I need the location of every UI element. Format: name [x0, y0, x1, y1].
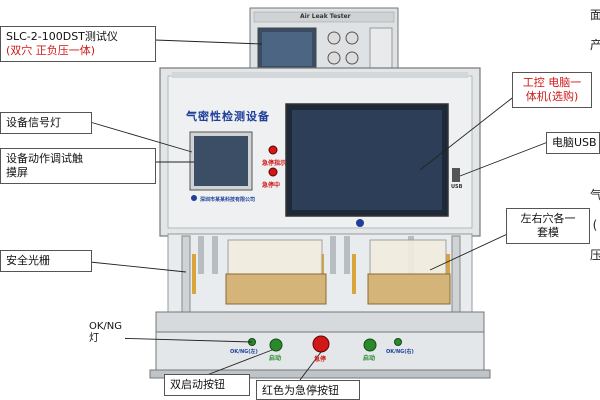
callout-touch-screen: 设备动作调试触 摸屏 — [0, 148, 156, 184]
callout-start-buttons: 双启动按钮 — [164, 374, 250, 396]
edge-glyph: 产 — [590, 38, 600, 52]
callout-molds: 左右穴各一 套模 — [506, 208, 590, 244]
callout-estop-text: 红色为急停按钮 — [262, 384, 339, 397]
start-button-left — [269, 338, 283, 352]
callout-touch-screen-line2: 摸屏 — [6, 166, 28, 179]
callout-ipc: 工控 电脑一 体机(选购) — [512, 72, 592, 108]
callout-molds-line2: 套模 — [537, 226, 559, 239]
ok-ng-light-right — [394, 338, 402, 346]
right-edge-text: 面 产 气 ( 压 — [590, 0, 600, 270]
start-label-right: 启动 — [363, 355, 376, 362]
callout-signal-light-text: 设备信号灯 — [6, 116, 61, 129]
tester-knob — [345, 51, 359, 65]
edge-glyph: 气 — [590, 188, 600, 202]
machine-title-banner: 气密性检测设备 — [186, 110, 270, 123]
usb-label: USB — [451, 184, 463, 190]
callout-touch-screen-line1: 设备动作调试触 — [6, 152, 83, 165]
callout-ipc-line1: 工控 电脑一 — [522, 76, 582, 89]
callout-ok-ng: OK/NG 灯 — [86, 320, 126, 346]
callout-start-buttons-text: 双启动按钮 — [170, 378, 225, 391]
panel-tag-right: OK/NG(右) — [386, 349, 414, 355]
mold-left — [227, 239, 323, 275]
callout-usb: 电脑USB — [546, 132, 600, 154]
machine-cabinet — [159, 67, 481, 237]
work-area — [167, 233, 473, 315]
tester-brand: Air Leak Tester — [300, 13, 351, 20]
edge-glyph: ( — [592, 218, 598, 232]
callout-molds-line1: 左右穴各一 — [520, 212, 576, 225]
mold-right — [369, 239, 447, 275]
base-panel — [149, 311, 491, 379]
estop-label: 急停 — [314, 356, 327, 363]
indicator-light — [268, 145, 278, 155]
edge-glyph: 面 — [590, 8, 600, 22]
callout-estop: 红色为急停按钮 — [256, 380, 360, 400]
start-button-right — [363, 338, 377, 352]
callout-usb-text: 电脑USB — [552, 136, 597, 149]
start-label-left: 启动 — [269, 355, 282, 362]
leader-lines — [89, 39, 549, 381]
estop-button — [312, 335, 330, 353]
callout-signal-light: 设备信号灯 — [0, 112, 92, 134]
indicator-label-right: 急停中 — [262, 182, 281, 189]
callout-ok-ng-line1: OK/NG — [89, 321, 123, 332]
callout-model-line2: (双穴 正负压一体) — [6, 44, 96, 57]
tester-knob — [345, 31, 359, 45]
edge-glyph: 压 — [590, 248, 600, 262]
panel-tag-left: OK/NG(左) — [230, 349, 258, 355]
indicator-light — [268, 167, 278, 177]
tester-knob — [327, 31, 341, 45]
light-curtain — [181, 235, 191, 313]
company-label: 深圳市某某科技有限公司 — [200, 197, 256, 203]
indicator-label-left: 急停指示 — [262, 160, 287, 167]
callout-model: SLC-2-100DST测试仪 (双穴 正负压一体) — [0, 26, 156, 62]
callout-light-curtain: 安全光栅 — [0, 250, 92, 272]
tester-knob — [327, 51, 341, 65]
usb-port — [452, 168, 460, 182]
callout-ok-ng-line2: 灯 — [89, 333, 99, 344]
callout-light-curtain-text: 安全光栅 — [6, 254, 50, 267]
light-curtain — [451, 235, 461, 313]
callout-model-line1: SLC-2-100DST测试仪 — [6, 30, 118, 43]
callout-ipc-line2: 体机(选购) — [525, 90, 579, 103]
